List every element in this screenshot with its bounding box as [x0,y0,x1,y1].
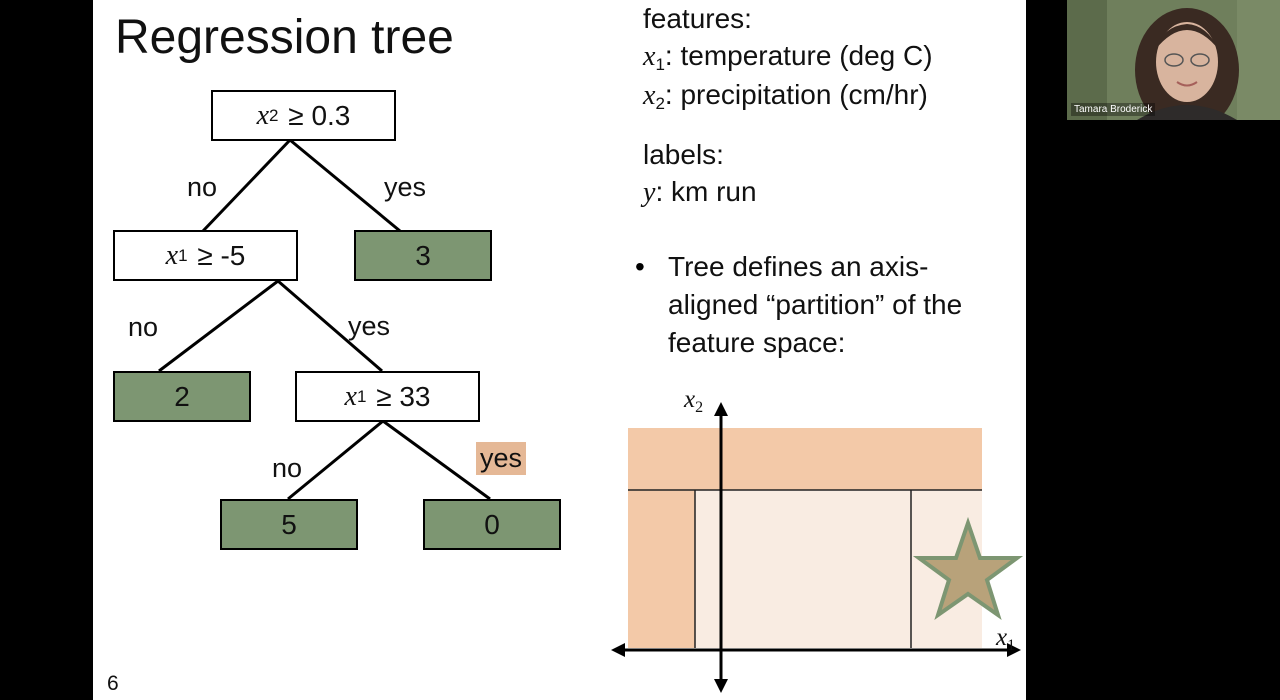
y-axis-arrow-top [714,402,728,416]
star-icon [912,516,1024,621]
region-x2-high [628,428,982,490]
x-axis-arrow-left [611,643,625,657]
slide-graphics [158,138,1024,693]
partition-lines [628,489,982,648]
tree-edges [158,138,491,501]
edge-label-no: no [272,453,303,483]
region-x1-mid [695,490,911,648]
tree-leaf-0: 0 [423,499,561,550]
tree-leaf-3: 3 [354,230,492,281]
edge-x1-no [158,279,279,373]
edge-x1-yes [277,279,383,373]
edge-root-no [201,138,292,233]
tree-leaf-5: 5 [220,499,358,550]
tree-leaf-2: 2 [113,371,251,422]
page-number: 6 [107,672,119,695]
feature-x1: x1: temperature (deg C) [643,40,933,74]
edge-x1b-yes [382,419,491,501]
edge-label-no: no [187,172,218,202]
edge-label-no: no [128,312,159,342]
webcam-video-tile[interactable]: Tamara Broderick [1067,0,1280,120]
webcam-person-image [1067,0,1280,120]
y-axis-label: x2 [684,386,704,416]
label-y: y: km run [643,176,757,208]
webcam-participant-name: Tamara Broderick [1071,103,1156,116]
edge-x1b-no [287,419,384,501]
edge-root-yes [289,138,401,233]
x-axis-arrow-right [1007,643,1021,657]
bullet-icon: • [635,251,645,282]
edge-label-yes-highlighted: yes [476,442,527,475]
plot-axes [611,402,1021,693]
features-heading: features: [643,3,752,34]
region-x1-low [628,490,695,648]
feature-x2: x2: precipitation (cm/hr) [643,79,928,113]
slide-title: Regression tree [115,11,454,64]
x-axis-label: x1 [996,624,1016,654]
labels-heading: labels: [643,139,724,170]
edge-label-yes: yes [384,172,427,202]
y-axis-arrow-bottom [714,679,728,693]
edge-label-yes: yes [348,311,391,341]
bullet-text: Tree defines an axis-aligned “partition”… [668,251,963,358]
